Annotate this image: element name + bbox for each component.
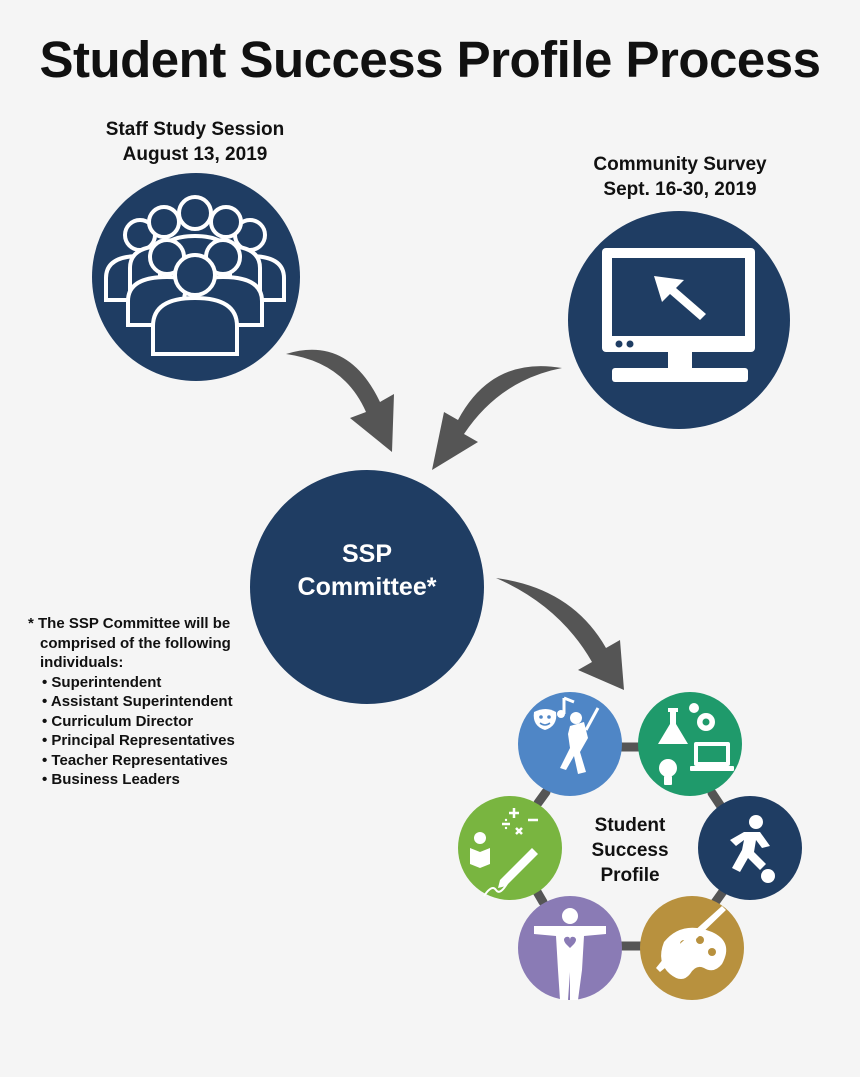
committee-member-list: Superintendent Assistant Superintendent … (28, 673, 268, 790)
list-item: Superintendent (42, 673, 268, 693)
performing-arts-icon (533, 696, 600, 774)
flow-arrows (286, 349, 624, 690)
list-item: Principal Representatives (42, 731, 268, 751)
staff-session-title: Staff Study Session (105, 119, 285, 140)
page-title: Student Success Profile Process (39, 31, 821, 88)
committee-circle (250, 470, 484, 704)
committee-note: * The SSP Committee will be comprised of… (28, 614, 268, 790)
wellness-icon (534, 908, 606, 1000)
list-item: Curriculum Director (42, 712, 268, 732)
profile-label-line1: Student (594, 815, 666, 836)
list-item: Assistant Superintendent (42, 692, 268, 712)
profile-label: Student Success Profile (570, 813, 690, 888)
athletics-icon (730, 815, 775, 883)
arrow-staff-to-committee (286, 349, 394, 452)
committee-note-line3: individuals: (40, 654, 124, 671)
committee-label-line2: Committee* (297, 573, 437, 601)
arrow-committee-to-profile (496, 578, 624, 690)
profile-label-line3: Profile (600, 865, 660, 886)
visual-arts-icon (656, 906, 727, 979)
committee-label: SSP Committee* (250, 538, 484, 604)
profile-label-line2: Success (591, 840, 669, 861)
committee-note-line2: comprised of the following (40, 634, 231, 652)
committee-note-line1: * The SSP Committee will be (28, 615, 231, 632)
staff-session-date: August 13, 2019 (122, 144, 268, 165)
community-survey-label: Community Survey Sept. 16-30, 2019 (560, 152, 800, 202)
arrow-survey-to-committee (432, 366, 562, 470)
group-of-people-icon (104, 195, 286, 356)
community-survey-date: Sept. 16-30, 2019 (603, 179, 757, 200)
list-item: Teacher Representatives (42, 751, 268, 771)
science-technology-icon (658, 703, 734, 785)
academics-circle (458, 796, 562, 900)
community-survey-title: Community Survey (593, 154, 767, 175)
list-item: Business Leaders (42, 770, 268, 790)
computer-monitor-icon (602, 248, 755, 382)
academics-icon (470, 808, 538, 897)
committee-label-line1: SSP (341, 540, 393, 568)
staff-session-label: Staff Study Session August 13, 2019 (75, 117, 315, 167)
